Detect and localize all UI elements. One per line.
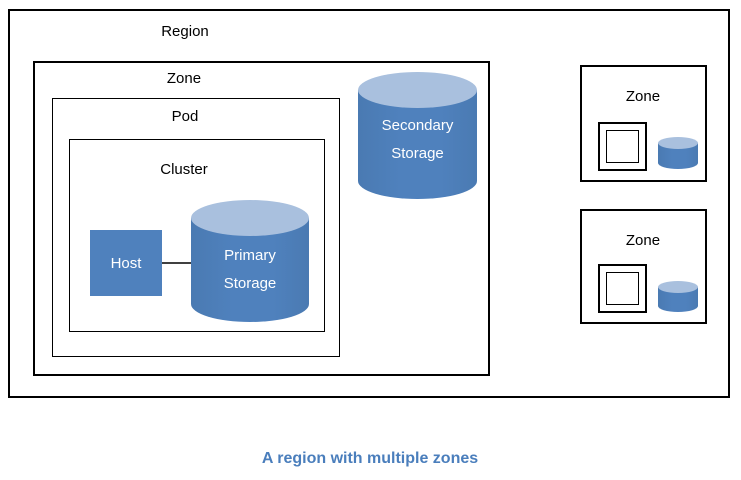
mini-storage-cylinder <box>658 281 698 312</box>
nested-square-inner <box>606 272 639 305</box>
pod-label: Pod <box>171 108 199 125</box>
cylinder-top-ellipse <box>658 281 698 293</box>
zone-label-main: Zone <box>166 70 202 87</box>
zone-box-right-2: Zone <box>580 209 707 324</box>
host-label: Host <box>110 254 142 272</box>
secondary-storage-label: Secondary Storage <box>381 117 454 162</box>
host-storage-connector-line <box>162 262 191 264</box>
zone-box-main <box>33 61 490 376</box>
cylinder-top-ellipse <box>358 72 477 108</box>
cluster-box <box>69 139 325 332</box>
cylinder-top-ellipse <box>658 137 698 149</box>
nested-square-outer <box>598 264 647 313</box>
host-box: Host <box>90 230 162 296</box>
mini-storage-cylinder <box>658 137 698 169</box>
region-label: Region <box>161 23 209 40</box>
pod-box <box>52 98 340 357</box>
zone-label-right-1: Zone <box>625 88 661 105</box>
primary-storage-cylinder: Primary Storage <box>191 200 309 322</box>
nested-square-inner <box>606 130 639 163</box>
diagram-caption: A region with multiple zones <box>261 450 479 467</box>
cylinder-body <box>358 90 477 199</box>
nested-square-outer <box>598 122 647 171</box>
secondary-storage-cylinder: Secondary Storage <box>358 72 477 199</box>
zone-label-right-2: Zone <box>625 232 661 249</box>
cluster-label: Cluster <box>160 161 208 178</box>
cylinder-top-ellipse <box>191 200 309 236</box>
zone-box-right-1: Zone <box>580 65 707 182</box>
primary-storage-label: Primary Storage <box>223 247 277 292</box>
region-box <box>8 9 730 398</box>
